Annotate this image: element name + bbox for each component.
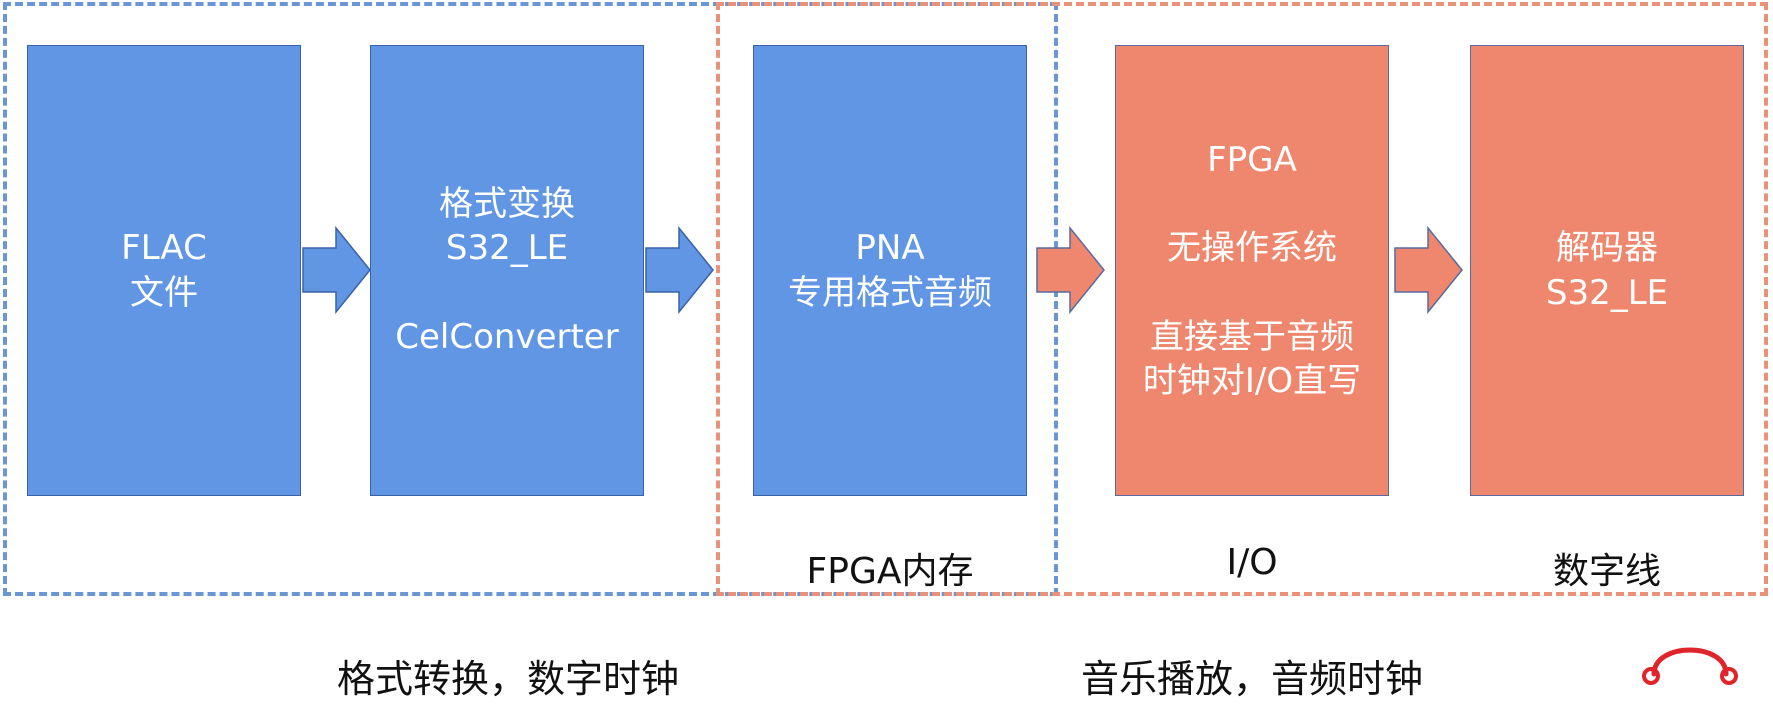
format-conversion-region	[3, 2, 1058, 596]
fpga-box-line-2: 无操作系统	[1167, 228, 1337, 269]
flac-box-line-1: FLAC	[121, 228, 207, 269]
convert-box-line-2: S32_LE	[445, 228, 569, 269]
flac-file-box: FLAC 文件	[27, 45, 301, 496]
format-conversion-caption: 格式转换，数字时钟	[336, 657, 680, 701]
music-playback-region	[716, 2, 1768, 596]
arrow-convert-to-pna	[645, 225, 714, 315]
headphones-logo-icon	[1642, 647, 1738, 685]
fpga-box-line-4: 时钟对I/O直写	[1142, 360, 1362, 401]
decoder-box-line-2: S32_LE	[1545, 272, 1669, 313]
convert-box-line-1: 格式变换	[439, 184, 575, 225]
fpga-box: FPGA 无操作系统 直接基于音频 时钟对I/O直写	[1115, 45, 1389, 496]
music-playback-caption: 音乐播放，音频时钟	[1080, 657, 1424, 701]
flac-box-line-2: 文件	[130, 272, 198, 313]
pna-format-box: PNA 专用格式音频	[753, 45, 1027, 496]
fpga-box-title: FPGA	[1207, 140, 1297, 181]
arrow-pna-to-fpga	[1036, 225, 1105, 315]
decoder-box: 解码器 S32_LE	[1470, 45, 1744, 496]
arrow-fpga-to-decoder	[1394, 225, 1463, 315]
fpga-box-line-3: 直接基于音频	[1150, 316, 1354, 357]
convert-box-tool: CelConverter	[395, 316, 619, 357]
format-convert-box: 格式变换 S32_LE CelConverter	[370, 45, 644, 496]
decoder-box-line-1: 解码器	[1556, 228, 1658, 269]
io-label: I/O	[1226, 542, 1278, 583]
arrow-flac-to-convert	[302, 225, 371, 315]
digital-line-label: 数字线	[1552, 551, 1662, 592]
fpga-memory-label: FPGA内存	[806, 551, 974, 592]
pna-box-line-1: PNA	[855, 228, 925, 269]
pna-box-line-2: 专用格式音频	[788, 272, 992, 313]
